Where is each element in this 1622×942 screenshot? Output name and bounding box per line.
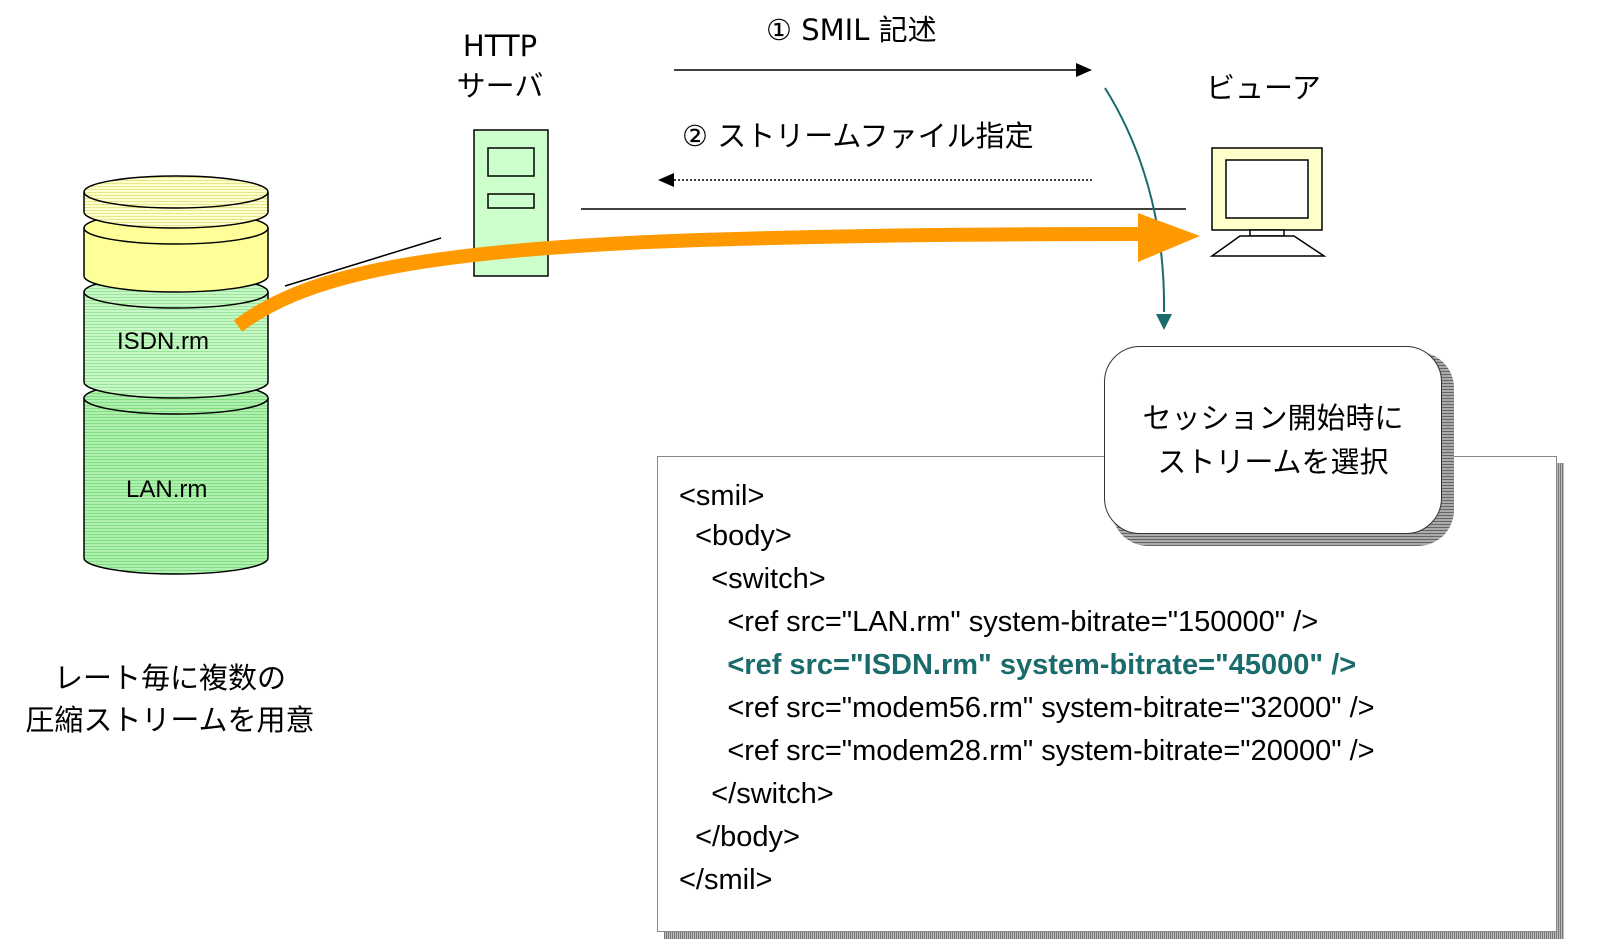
callout-line1: セッション開始時に bbox=[1142, 401, 1404, 435]
code-line: <ref src="modem56.rm" system-bitrate="32… bbox=[679, 692, 1375, 724]
code-line: <smil> bbox=[679, 480, 765, 512]
storage-caption-line2: 圧縮ストリームを用意 bbox=[25, 703, 315, 737]
code-line: </body> bbox=[679, 821, 800, 853]
callout-line2: ストリームを選択 bbox=[1157, 445, 1389, 479]
stream-arrow bbox=[233, 227, 1141, 332]
stream-arrow-head bbox=[1138, 213, 1200, 262]
viewer-label: ビューア bbox=[1206, 71, 1321, 105]
code-line: </switch> bbox=[679, 778, 834, 810]
select-arrow bbox=[1104, 87, 1166, 313]
storage-stack bbox=[83, 175, 269, 575]
server-label-line2: サーバ bbox=[456, 69, 544, 103]
storage-server-link bbox=[284, 237, 442, 287]
file-label-lan: LAN.rm bbox=[126, 476, 208, 503]
code-line: <body> bbox=[679, 520, 792, 552]
code-line-highlight: <ref src="ISDN.rm" system-bitrate="45000… bbox=[679, 649, 1357, 681]
callout-text: セッション開始時に ストリームを選択 bbox=[1104, 396, 1442, 484]
code-line: <switch> bbox=[679, 563, 826, 595]
smil-arrow-label: ① SMIL 記述 bbox=[766, 13, 937, 47]
code-line: <ref src="modem28.rm" system-bitrate="20… bbox=[679, 735, 1375, 767]
code-line: <ref src="LAN.rm" system-bitrate="150000… bbox=[679, 606, 1319, 638]
storage-caption-line1: レート毎に複数の bbox=[53, 661, 286, 695]
select-arrow-head bbox=[1156, 314, 1172, 330]
viewer-icon bbox=[1209, 147, 1327, 257]
server-label-line1: HTTP bbox=[462, 29, 538, 63]
stream-file-arrow-label: ② ストリームファイル指定 bbox=[682, 119, 1034, 153]
file-label-isdn: ISDN.rm bbox=[117, 328, 209, 355]
code-line: </smil> bbox=[679, 864, 773, 896]
callout-box bbox=[1104, 346, 1442, 534]
